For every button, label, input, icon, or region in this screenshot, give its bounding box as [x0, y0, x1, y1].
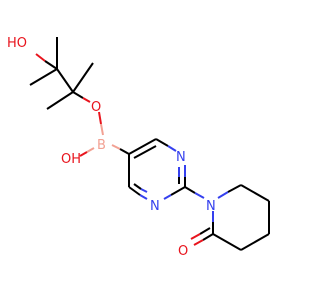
bond-ring-bottom-right — [240, 233, 270, 251]
atom-n3: N — [150, 199, 160, 214]
bond-c2-n3-b — [163, 194, 172, 200]
pinacol-fragment — [29, 37, 94, 110]
bond-n-amide-ring-top-b — [227, 184, 242, 193]
bond-carbonyl-co-double-b — [190, 233, 201, 240]
bond-n3-c4-inner — [140, 188, 148, 193]
bond-carbonyl-co-double — [199, 227, 211, 235]
bond-b-c5-b — [119, 148, 130, 155]
bond-c1-methyl-left — [29, 68, 58, 86]
bond-o-ester-b — [98, 111, 102, 125]
boron-center — [79, 111, 130, 157]
atom-ho: HO — [7, 36, 27, 51]
bond-c2-n-amide — [184, 186, 196, 194]
bond-c5-c6-inner — [133, 145, 157, 159]
atom-oh: OH — [61, 152, 81, 167]
pyrimidine-ring — [128, 138, 186, 200]
bond-b-oh — [86, 147, 95, 153]
bond-ho-c1 — [35, 53, 46, 62]
bond-c2-methyl-top — [72, 62, 94, 93]
piperidinone-ring — [184, 184, 270, 251]
bond-n-amide-ring-top — [217, 191, 229, 199]
bond-b-oh-b — [79, 151, 88, 157]
bond-ho-c1-b — [44, 60, 58, 70]
bond-carbonyl-co — [202, 233, 214, 241]
bond-c2-o-ester-b — [82, 97, 91, 103]
atom-b: B — [97, 138, 106, 153]
atom-o-ester: O — [91, 100, 101, 115]
atom-n1: N — [176, 150, 186, 165]
bond-c1-c2 — [56, 68, 74, 93]
bond-n3-c4 — [139, 194, 148, 200]
atom-o-carbonyl: O — [178, 244, 188, 259]
bond-c5-c6 — [128, 138, 157, 155]
atom-n-amide: N — [206, 199, 216, 214]
bond-c6-n1-b — [167, 145, 177, 152]
bond-carbonyl-co-b — [193, 239, 204, 246]
bond-n3-c4-inner-b — [133, 183, 142, 190]
bond-c2-n-amide-b — [194, 192, 205, 199]
bond-c6-n1 — [155, 138, 169, 147]
bond-b-c5 — [111, 144, 121, 150]
molecule-structure-diagram: HO O B OH N N N O — [7, 36, 270, 259]
bond-c2-methyl-left — [46, 91, 74, 110]
bond-c2-n3 — [170, 186, 186, 196]
bond-c2-o-ester — [72, 91, 84, 99]
bond-ring-bottom-left — [212, 233, 242, 251]
bond-n3-c4-b — [128, 186, 141, 196]
bond-ring-top-right — [240, 184, 270, 202]
atom-labels: HO O B OH N N N O — [7, 36, 216, 259]
bond-o-ester-b-b — [100, 123, 104, 136]
